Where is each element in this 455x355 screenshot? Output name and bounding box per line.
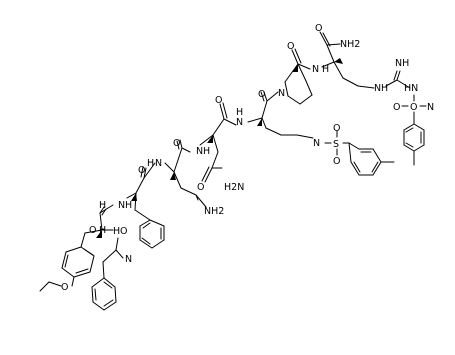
atom-label: H (381, 83, 388, 94)
atom-label: H (236, 107, 243, 118)
atom-label: O (393, 102, 400, 113)
atom-label: O (173, 138, 180, 149)
atom-label: NH (395, 58, 409, 69)
atom-label: H2N (224, 182, 244, 193)
atom-label: N (236, 117, 243, 128)
atom-label: S (333, 139, 339, 150)
atom-label: O (333, 156, 340, 167)
atom-label: N (196, 146, 203, 157)
atom-label: O (410, 102, 417, 113)
atom-label: O (61, 282, 68, 293)
atom-labels: NH2 N H O N O NH N H O N H O N H O NH2 O… (61, 23, 434, 293)
atom-label: N (118, 200, 125, 211)
atom-label: O (315, 23, 322, 34)
atom-label: O (287, 41, 294, 52)
atom-label: O (89, 225, 96, 236)
atom-label: O (333, 123, 340, 134)
stereo-wedges (96, 58, 343, 238)
atom-label: O (120, 226, 127, 237)
atom-label: N (374, 83, 381, 94)
atom-label: H (99, 225, 106, 236)
atom-label: N (312, 64, 319, 75)
atom-label: HN (404, 83, 418, 94)
atom-label: N (427, 102, 434, 113)
atom-label: NH2 (340, 39, 360, 50)
atom-label: H (322, 64, 329, 75)
atom-label: H (113, 226, 120, 237)
atom-label: O (197, 182, 204, 193)
bond-lines (39, 31, 427, 311)
atom-label: H (99, 200, 106, 211)
atom-label: H (125, 200, 132, 211)
atom-label: H (203, 146, 210, 157)
atom-label: N (155, 158, 162, 169)
atom-label: NH2 (204, 206, 224, 217)
atom-label: N (125, 254, 132, 265)
atom-label: O (258, 89, 265, 100)
atom-label: O (215, 95, 222, 106)
atom-label: H (147, 158, 154, 169)
atom-label: N (313, 138, 320, 149)
atom-label: O (138, 165, 145, 176)
atom-label: N (278, 88, 285, 99)
